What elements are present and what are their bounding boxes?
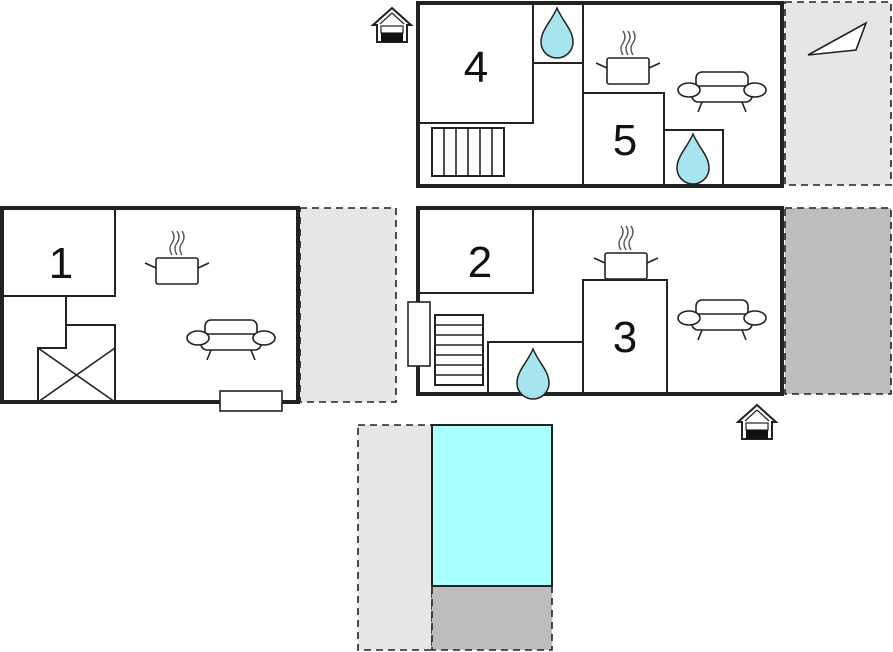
room-number-1: 1 xyxy=(49,239,73,288)
room-number-2: 2 xyxy=(468,238,492,287)
entrance-icon xyxy=(372,7,412,43)
building-left: 1 xyxy=(0,206,300,412)
terrace-pool-left xyxy=(357,424,433,651)
room-number-4: 4 xyxy=(464,43,488,92)
compass-icon xyxy=(807,21,868,56)
water-drop-icon xyxy=(516,348,550,400)
terrace-pool-bottom xyxy=(431,585,553,651)
stove-icon xyxy=(595,30,661,85)
water-drop-icon xyxy=(540,7,574,59)
stove-icon xyxy=(144,230,210,285)
stairs-icon xyxy=(434,314,484,386)
water-drop-icon xyxy=(676,133,710,185)
building-middle: 2 3 xyxy=(407,206,784,400)
room-number-3: 3 xyxy=(613,313,637,362)
swimming-pool xyxy=(431,424,553,587)
entrance-icon xyxy=(737,404,777,440)
room-number-5: 5 xyxy=(613,116,637,165)
sofa-icon xyxy=(186,319,276,361)
building-top: 4 5 xyxy=(416,1,784,188)
terrace-left xyxy=(299,207,397,403)
stove-icon xyxy=(593,225,659,280)
sofa-icon xyxy=(677,71,767,113)
stairs-icon xyxy=(431,127,505,177)
terrace-top-right xyxy=(784,1,892,186)
sofa-icon xyxy=(677,299,767,341)
terrace-middle-right xyxy=(784,207,892,395)
